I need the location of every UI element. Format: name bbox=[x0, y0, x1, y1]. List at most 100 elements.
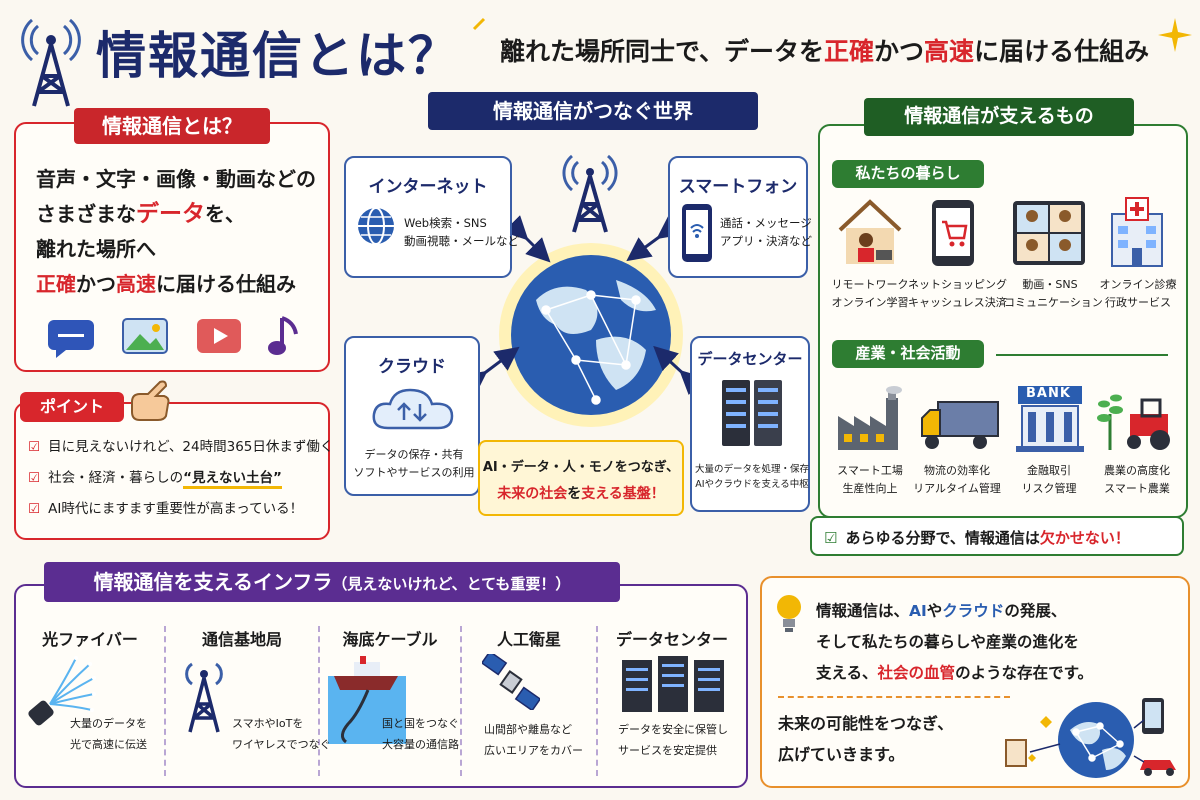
summary-text-part: 情報通信は、 bbox=[816, 602, 910, 620]
video-call-icon bbox=[1013, 201, 1085, 265]
point-item: ☑社会・経済・暮らしの“見えない土台” bbox=[28, 463, 333, 494]
summary-accent-cloud: クラウド bbox=[942, 602, 1005, 620]
infra-desc-cable: 国と国をつなぐ大容量の通信路 bbox=[382, 714, 459, 756]
cable-ship-icon bbox=[328, 656, 406, 744]
what-line: 音声・文字・画像・動画などの bbox=[36, 167, 316, 191]
image-icon bbox=[122, 318, 168, 354]
what-ribbon: 情報通信とは？ bbox=[74, 108, 270, 144]
life-item-line: オンライン学習 bbox=[831, 295, 909, 309]
summary-text: 情報通信は、AIやクラウドの発展、 そして私たちの暮らしや産業の進化を 支える、… bbox=[816, 596, 1093, 689]
point-highlight: “見えない土台” bbox=[183, 470, 282, 489]
footer-text: あらゆる分野で、情報通信は bbox=[845, 529, 1040, 547]
internet-desc: Web検索・SNS 動画視聴・メールなど bbox=[404, 214, 519, 251]
point-panel bbox=[14, 402, 330, 540]
industry-item-line: 農業の高度化 bbox=[1104, 464, 1170, 477]
world-ribbon: 情報通信がつなぐ世界 bbox=[428, 92, 758, 130]
infra-desc-line: サービスを安定提供 bbox=[618, 743, 717, 757]
connected-globe-icon bbox=[1005, 698, 1176, 778]
life-item-label: 動画・SNS コミュニケーション bbox=[1004, 276, 1103, 311]
datacenter-card: データセンター 大量のデータを処理・保存 AIやクラウドを支える中枢 bbox=[690, 336, 810, 512]
tractor-plant-icon bbox=[1097, 394, 1170, 450]
divider bbox=[596, 626, 598, 776]
life-item-label: オンライン診療行政サービス bbox=[1096, 276, 1180, 311]
summary-text-part: 支える、 bbox=[816, 664, 878, 682]
factory-icon bbox=[838, 386, 902, 450]
bank-label: BANK bbox=[1026, 386, 1071, 401]
cloud-desc: データの保存・共有 ソフトやサービスの利用 bbox=[346, 446, 482, 481]
subtitle-text-end: に届ける仕組み bbox=[974, 37, 1150, 66]
point-item: ☑目に見えないけれど、24時間365日休まず働く bbox=[28, 432, 333, 463]
life-item-line: コミュニケーション bbox=[1004, 295, 1103, 309]
infra-desc-line: 光で高速に伝送 bbox=[70, 737, 147, 751]
life-tag: 私たちの暮らし bbox=[832, 160, 984, 188]
supports-panel bbox=[818, 124, 1188, 518]
radio-tower-icon bbox=[562, 154, 618, 233]
industry-item-label: スマート工場生産性向上 bbox=[826, 462, 914, 497]
subtitle-text-mid: かつ bbox=[874, 37, 925, 66]
internet-card: インターネット Web検索・SNS 動画視聴・メールなど bbox=[344, 156, 519, 278]
infra-title-datacenter: データセンター bbox=[615, 630, 728, 649]
smartphone-icon bbox=[682, 204, 712, 262]
satellite-icon bbox=[482, 654, 540, 710]
foundation-line: AI・データ・人・モノをつなぎ、 bbox=[482, 460, 680, 475]
footer-accent: 欠かせない bbox=[1039, 529, 1115, 547]
what-text: に届ける仕組み bbox=[156, 272, 296, 296]
point-list: ☑目に見えないけれど、24時間365日休まず働く ☑社会・経済・暮らしの“見えな… bbox=[28, 432, 333, 525]
infra-desc-datacenter: データを安全に保管しサービスを安定提供 bbox=[618, 720, 728, 762]
summary-line: 支える、社会の血管のような存在です。 bbox=[816, 658, 1093, 689]
foundation-accent: 支える基盤 bbox=[581, 486, 651, 502]
infra-title-satellite: 人工衛星 bbox=[496, 630, 561, 649]
summary-text-part: や bbox=[926, 602, 943, 620]
subtitle-accent-fast: 高速 bbox=[924, 37, 975, 66]
industry-item-line: スマート農業 bbox=[1104, 481, 1170, 495]
divider bbox=[460, 626, 462, 776]
point-text: AI時代にますます重要性が高まっている！ bbox=[48, 501, 304, 517]
what-line: さまざまなデータを、 bbox=[36, 197, 316, 232]
life-item-line: 動画・SNS bbox=[1022, 278, 1078, 291]
datacenter-desc-line: AIやクラウドを支える中枢 bbox=[695, 479, 809, 491]
divider bbox=[996, 354, 1168, 356]
sparkle-icon bbox=[1158, 18, 1192, 52]
industry-item-line: 物流の効率化 bbox=[924, 464, 990, 477]
what-text: かつ bbox=[76, 272, 116, 296]
future-line: 広げていきます。 bbox=[778, 745, 905, 764]
connection-arrows bbox=[461, 215, 705, 395]
cloud-card: クラウド データの保存・共有 ソフトやサービスの利用 bbox=[344, 336, 480, 496]
divider bbox=[318, 626, 320, 776]
supports-footer: ☑あらゆる分野で、情報通信は欠かせない！ bbox=[810, 516, 1184, 556]
internet-desc-line: Web検索・SNS bbox=[404, 216, 487, 230]
infra-title-base-station: 通信基地局 bbox=[201, 630, 282, 649]
smartphone-desc-line: アプリ・決済など bbox=[720, 234, 812, 249]
what-line: 正確かつ高速に届ける仕組み bbox=[36, 267, 316, 302]
life-item-label: ネットショッピングキャッシュレス決済 bbox=[908, 276, 1007, 311]
infra-title-submarine-cable: 海底ケーブル bbox=[342, 630, 438, 649]
point-item: ☑AI時代にますます重要性が高まっている！ bbox=[28, 494, 333, 525]
divider bbox=[164, 626, 166, 776]
future-text: 未来の可能性をつなぎ、 広げていきます。 bbox=[778, 708, 953, 770]
globe-icon bbox=[358, 207, 394, 245]
infra-desc-line: ワイヤレスでつなぐ bbox=[232, 737, 331, 751]
infra-desc-line: 広いエリアをカバー bbox=[484, 743, 583, 757]
summary-text-part: の発展、 bbox=[1004, 602, 1067, 620]
what-accent-data: データ bbox=[136, 201, 205, 227]
music-note-icon bbox=[268, 316, 298, 355]
infra-ribbon: 情報通信を支えるインフラ（見えないけれど、とても重要！） bbox=[44, 562, 620, 602]
sparkle-icon bbox=[472, 16, 486, 31]
infra-desc-satellite: 山間部や離島など広いエリアをカバー bbox=[484, 720, 583, 762]
supports-ribbon: 情報通信が支えるもの bbox=[864, 98, 1134, 136]
life-item-line: オンライン診療 bbox=[1099, 278, 1177, 291]
infra-desc-base-station: スマホやIoTをワイヤレスでつなぐ bbox=[232, 714, 331, 756]
subtitle-text: 離れた場所同士で、データを bbox=[500, 37, 825, 66]
divider bbox=[778, 696, 1010, 698]
industry-tag: 産業・社会活動 bbox=[832, 340, 984, 368]
supports-footer-text: ☑あらゆる分野で、情報通信は欠かせない！ bbox=[824, 527, 1182, 548]
summary-text-part: のような存在です。 bbox=[955, 664, 1094, 682]
industry-item-label: 農業の高度化スマート農業 bbox=[1094, 462, 1180, 497]
infra-desc-line: スマホやIoTを bbox=[232, 717, 304, 730]
what-text: さまざまな bbox=[36, 202, 136, 226]
server-rack-icon bbox=[722, 380, 782, 446]
life-item-line: 行政サービス bbox=[1105, 295, 1171, 309]
summary-line: 情報通信は、AIやクラウドの発展、 bbox=[816, 596, 1093, 627]
industry-item-line: スマート工場 bbox=[837, 464, 903, 477]
foundation-banner: AI・データ・人・モノをつなぎ、 未来の社会を支える基盤！ bbox=[478, 440, 684, 516]
